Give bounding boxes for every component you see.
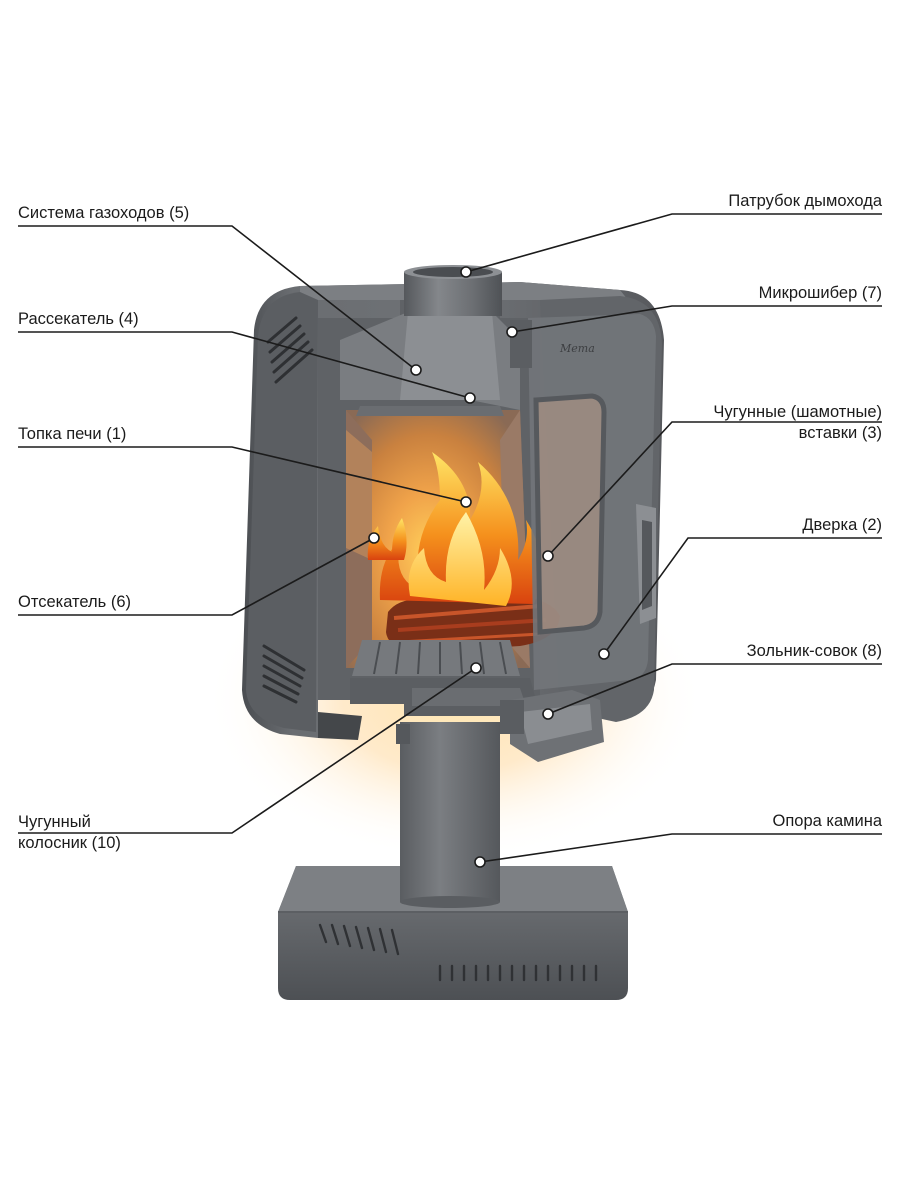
leader-door	[603, 537, 882, 655]
fire-flames	[367, 452, 542, 606]
leader-dots	[368, 266, 610, 868]
leader-ash-pan	[547, 663, 882, 715]
label-firebox: Топка печи (1)	[18, 425, 127, 443]
stove-leg	[396, 722, 500, 908]
stove-base	[278, 866, 628, 1000]
leader-gas-ducts	[18, 225, 417, 371]
cast-iron-grate	[352, 640, 520, 676]
label-micro-damper: Микрошибер (7)	[758, 284, 882, 302]
label-chimney-pipe: Патрубок дымохода	[728, 192, 882, 210]
leader-lines	[18, 213, 882, 863]
label-divider: Рассекатель (4)	[18, 310, 139, 328]
stove-cutaway	[318, 300, 560, 716]
label-gas-ducts: Система газоходов (5)	[18, 204, 190, 222]
leader-divider	[18, 331, 471, 399]
brand-mark: Мета	[559, 342, 595, 355]
label-door: Дверка (2)	[802, 516, 882, 534]
leader-cutoff	[18, 537, 375, 616]
label-grate: Чугунный колосник (10)	[18, 812, 121, 854]
leader-chimney	[465, 213, 882, 273]
label-inserts-line2: вставки (3)	[798, 424, 882, 442]
label-grate-line1: Чугунный	[18, 813, 91, 831]
leader-micro-damper	[511, 305, 882, 333]
label-cutoff: Отсекатель (6)	[18, 593, 132, 611]
leader-inserts	[547, 421, 882, 557]
chimney-pipe	[404, 265, 502, 316]
leader-support	[479, 833, 882, 863]
label-ash-pan: Зольник-совок (8)	[746, 642, 882, 660]
leader-firebox	[18, 446, 467, 503]
label-inserts: Чугунные (шамотные) вставки (3)	[713, 402, 882, 444]
ash-pan-scoop	[500, 690, 604, 762]
label-inserts-line1: Чугунные (шамотные)	[713, 403, 882, 421]
label-support: Опора камина	[772, 812, 883, 830]
leader-grate	[18, 667, 477, 834]
label-grate-line2: колосник (10)	[18, 834, 121, 852]
stove-door: Мета	[510, 314, 656, 690]
